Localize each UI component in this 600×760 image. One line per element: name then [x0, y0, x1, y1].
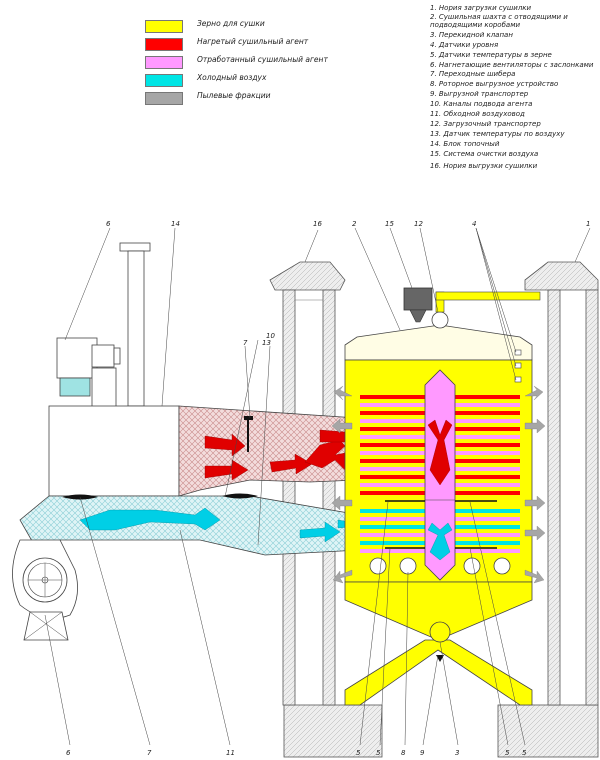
unloading-elevator-16 [269, 261, 346, 706]
discharge-channels [344, 621, 533, 706]
legend-swatch-cold-air [145, 74, 183, 87]
central-exhaust-column [424, 369, 456, 581]
grain-temperature-sensors [385, 500, 497, 549]
spec-item-15: 15. Система очистки воздуха [430, 150, 539, 158]
bypass-duct-11 [19, 495, 361, 556]
callout-8: 8 [401, 749, 406, 757]
spec-item-8: 8. Роторное выгрузное устройство [430, 80, 559, 88]
cooling-louvres-left [360, 509, 425, 553]
callout-6-bottom: 6 [66, 749, 71, 757]
spec-item-14: 14. Блок топочный [430, 140, 500, 148]
callout-7-top: 7 [243, 339, 248, 347]
spec-item-13: 13. Датчик температуры по воздуху [430, 130, 565, 138]
loading-conveyor-12 [431, 291, 541, 329]
heated-louvres-left [360, 395, 425, 495]
callout-7-bottom: 7 [147, 749, 152, 757]
callout-11: 11 [226, 749, 235, 757]
spec-item-9: 9. Выгрузной транспортер [430, 90, 529, 98]
legend-swatch-dust [145, 92, 183, 105]
callout-4: 4 [472, 220, 476, 228]
legend-label: Холодный воздух [197, 73, 267, 82]
callout-10: 10 [266, 332, 275, 340]
furnace-block-14 [48, 242, 180, 497]
dust-arrows [331, 385, 546, 584]
spec-item-5: 5. Датчики температуры в зерне [430, 51, 552, 59]
spec-item-11: 11. Обходной воздуховод [430, 110, 525, 118]
callout-5d: 5 [522, 749, 527, 757]
legend-label: Зерно для сушки [197, 19, 265, 28]
fan-unit-upper [56, 337, 121, 409]
spec-item-4: 4. Датчики уровня [430, 41, 499, 49]
loading-elevator-1 [524, 261, 599, 706]
legend-label: Отработанный сушильный агент [197, 55, 328, 64]
callout-5c: 5 [505, 749, 510, 757]
rotor-discharge-devices [369, 557, 511, 575]
heated-louvres-right [455, 395, 520, 495]
spec-item-10: 10. Каналы подвода агента [430, 100, 533, 108]
spec-item-6: 6. Нагнетающие вентиляторы с заслонками [430, 61, 594, 69]
temperature-sensor-13 [244, 416, 253, 452]
legend-label: Нагретый сушильный агент [197, 37, 309, 46]
callout-2: 2 [352, 220, 357, 228]
callout-15: 15 [385, 220, 394, 228]
callout-3: 3 [455, 749, 459, 757]
foundation-right [497, 704, 599, 758]
cooling-louvres-right [455, 509, 520, 553]
legend-swatch-spent-agent [145, 56, 183, 69]
leader-lines [44, 227, 591, 746]
callout-5b: 5 [376, 749, 381, 757]
foundation-left [283, 704, 383, 758]
legend-swatch-grain [145, 20, 183, 33]
transition-gate-7b [222, 493, 258, 499]
callout-13: 13 [262, 339, 271, 347]
legend-label: Пылевые фракции [197, 91, 271, 100]
spec-item-2: 2. Сушильная шахта с отводящими и подвод… [430, 13, 568, 29]
fan-volute-lower [12, 539, 78, 641]
callout-16: 16 [313, 220, 322, 228]
callout-9: 9 [420, 749, 425, 757]
callout-14: 14 [171, 220, 180, 228]
callout-12: 12 [414, 220, 423, 228]
callout-5a: 5 [356, 749, 361, 757]
spec-item-7: 7. Переходные шибера [430, 70, 516, 78]
spec-item-12: 12. Загрузочный транспортер [430, 120, 541, 128]
spec-item-3: 3. Перекидной клапан [430, 31, 513, 39]
level-sensors [514, 349, 522, 383]
cold-air-arrows [79, 507, 361, 543]
spec-item-1: 1. Нория загрузки сушилки [430, 4, 532, 12]
spec-item-16: 16. Нория выгрузки сушилки [430, 162, 538, 170]
callout-6-top: 6 [106, 220, 111, 228]
air-cleaning-system-15 [403, 287, 433, 323]
legend-swatch-heated-agent [145, 38, 183, 51]
callout-1: 1 [586, 220, 590, 228]
